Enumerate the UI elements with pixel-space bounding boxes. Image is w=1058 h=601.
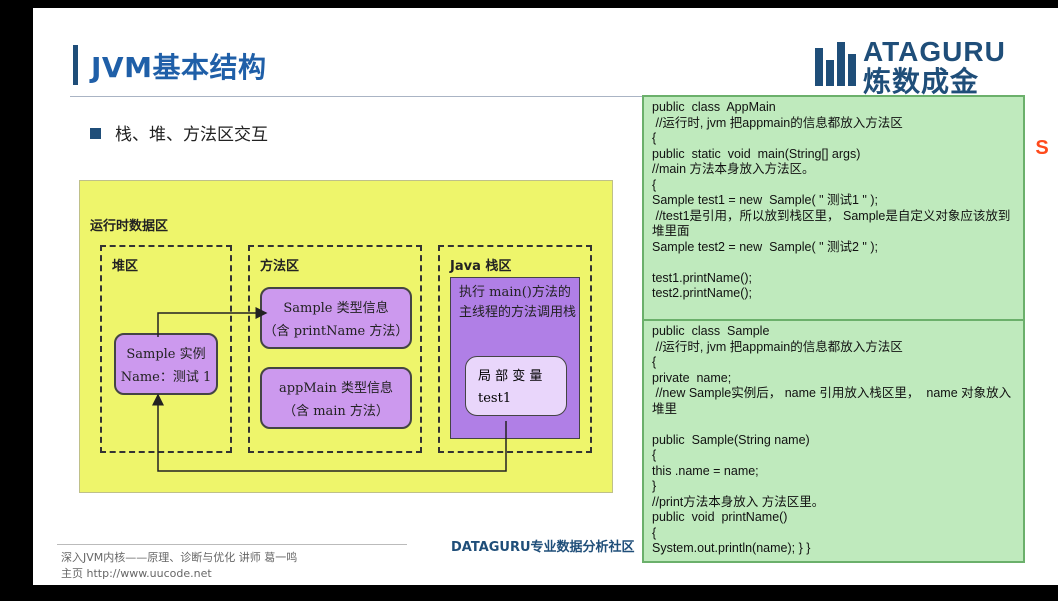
dataguru-logo: ATAGURU 炼数成金 (815, 36, 1006, 98)
code-line: { (652, 355, 657, 369)
code-line: public class Sample (652, 324, 770, 338)
code-line: //main 方法本身放入方法区。 (652, 162, 815, 176)
logo-text-en: ATAGURU (863, 36, 1006, 67)
locals-value: test1 (478, 391, 512, 406)
logo-bars-icon (815, 40, 859, 86)
logo-text-cn: 炼数成金 (863, 65, 980, 98)
code-line: public static void main(String[] args) (652, 146, 861, 161)
java-stack-region: Java 栈区 执行 main()方法的主线程的方法调用栈 局 部 变 量 te… (438, 245, 592, 453)
code-line: //new Sample实例后， name 引用放入栈区里， name 对象放入… (652, 386, 1012, 416)
sogou-input-icon[interactable]: S (1030, 136, 1054, 160)
locals-label: 局 部 变 量 (478, 369, 543, 384)
local-to-instance-arrow (152, 393, 507, 472)
reference-arrows (152, 307, 507, 472)
bullet-text: 栈、堆、方法区交互 (115, 125, 268, 145)
slide-title: JVM基本结构 (91, 51, 267, 84)
bullet-point: 栈、堆、方法区交互 (90, 120, 268, 145)
code-line: private name; (652, 370, 732, 385)
code-line: public class AppMain (652, 100, 776, 114)
code-line: { (652, 525, 657, 540)
local-variables-box: 局 部 变 量 test1 (465, 356, 567, 416)
method-area-region: 方法区 Sample 类型信息 （含 printName 方法） appMain… (248, 245, 422, 453)
code-panel-sample: public class Sample //运行时, jvm 把appmain的… (642, 319, 1025, 563)
sample-type-line2: （含 printName 方法） (263, 324, 409, 339)
code-line: { (652, 131, 657, 145)
heap-region: 堆区 Sample 实例 Name：测试 1 (100, 245, 232, 453)
code-line: public void printName() (652, 510, 788, 524)
code-line: { (652, 448, 657, 462)
title-divider (70, 96, 645, 97)
code-line: //运行时, jvm 把appmain的信息都放入方法区 (652, 339, 903, 354)
sample-type-info-box: Sample 类型信息 （含 printName 方法） (260, 287, 412, 349)
footer-brand: DATAGURU专业数据分析社区 (451, 540, 635, 555)
code-line: Sample test2 = new Sample( " 测试2 " ); (652, 239, 878, 254)
code-line: System.out.println(name); } } (652, 541, 811, 555)
java-stack-label: Java 栈区 (450, 259, 512, 274)
heap-label: 堆区 (112, 259, 139, 274)
appmain-type-info-box: appMain 类型信息 （含 main 方法） (260, 367, 412, 429)
instance-to-class-arrow (157, 307, 268, 337)
code-line: } (652, 479, 657, 493)
code-line: this .name = name; (652, 463, 759, 478)
sample-type-line1: Sample 类型信息 (283, 301, 389, 316)
code-panel-appmain: public class AppMain //运行时, jvm 把appmain… (642, 95, 1025, 321)
footer-divider-left (57, 544, 407, 545)
footer-course-info: 深入JVM内核——原理、诊断与优化 讲师 葛一鸣 (61, 551, 298, 564)
instance-line2: Name：测试 1 (120, 370, 212, 385)
appmain-type-line1: appMain 类型信息 (278, 381, 394, 396)
code-line: //test1是引用，所以放到栈区里， Sample是自定义对象应该放到堆里面 (652, 208, 1011, 239)
code-line: //运行时, jvm 把appmain的信息都放入方法区 (652, 115, 903, 130)
code-line (652, 417, 1015, 433)
code-line: public Sample(String name) (652, 432, 810, 447)
title-accent-bar (73, 45, 78, 85)
method-area-label: 方法区 (260, 259, 300, 274)
appmain-type-line2: （含 main 方法） (283, 404, 389, 419)
memory-diagram: 运行时数据区 堆区 Sample 实例 Name：测试 1 方法区 Sample… (79, 180, 613, 493)
code-line: Sample test1 = new Sample( " 测试1 " ); (652, 193, 878, 207)
code-line: test2.printName(); (652, 286, 753, 300)
instance-line1: Sample 实例 (126, 347, 206, 362)
code-line (652, 255, 1015, 271)
code-line: //print方法本身放入 方法区里。 (652, 494, 825, 509)
bullet-square-icon (90, 128, 101, 139)
runtime-area-label: 运行时数据区 (90, 219, 169, 234)
main-thread-stack-frame: 执行 main()方法的主线程的方法调用栈 局 部 变 量 test1 (450, 277, 580, 439)
footer-homepage: 主页 http://www.uucode.net (61, 567, 212, 580)
code-line: { (652, 177, 657, 192)
stack-frame-text: 执行 main()方法的主线程的方法调用栈 (459, 285, 577, 320)
code-line: test1.printName(); (652, 270, 753, 285)
sample-instance-box: Sample 实例 Name：测试 1 (114, 333, 218, 395)
